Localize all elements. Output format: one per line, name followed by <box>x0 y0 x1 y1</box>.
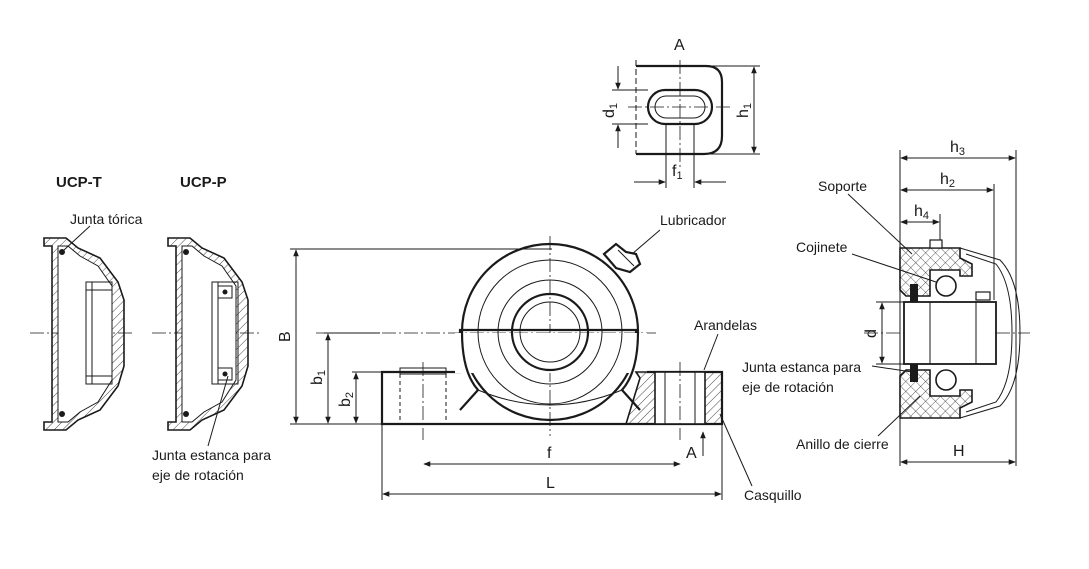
dim-B: B <box>277 331 294 342</box>
svg-text:h3: h3 <box>950 139 965 158</box>
ucp-p-shaft-seal-label-1: Junta estanca para <box>152 447 271 463</box>
svg-text:h2: h2 <box>940 171 955 190</box>
dim-H: H <box>953 443 965 460</box>
dim-h3-sub: 3 <box>959 146 965 158</box>
dim-b1: b <box>309 376 326 385</box>
front-view: Lubricador Arandelas Casquillo B b1 b2 f… <box>277 212 802 503</box>
detail-a-view: A d1 h1 f1 <box>601 37 760 188</box>
dim-h1: h <box>735 109 752 118</box>
bushing-label: Casquillo <box>744 487 802 503</box>
svg-text:b2: b2 <box>337 392 356 407</box>
dim-h4: h <box>914 203 923 220</box>
dim-h3: h <box>950 139 959 156</box>
side-section-view: h3 h2 h4 d H Soporte Cojinete Junta esta… <box>742 139 1030 466</box>
svg-text:f1: f1 <box>672 163 683 182</box>
dim-h4-sub: 4 <box>923 210 929 222</box>
dim-f1: f <box>672 163 677 180</box>
o-ring-label: Junta tórica <box>70 211 143 227</box>
detail-a-title: A <box>674 37 685 54</box>
dim-d1: d <box>601 109 618 118</box>
svg-text:b1: b1 <box>309 370 328 385</box>
svg-text:h1: h1 <box>735 103 754 118</box>
dim-b2: b <box>337 398 354 407</box>
dim-h2: h <box>940 171 949 188</box>
side-shaft-seal-label-1: Junta estanca para <box>742 359 861 375</box>
ucp-t-title: UCP-T <box>56 174 102 191</box>
housing-label: Soporte <box>818 178 867 194</box>
ucp-p-shaft-seal-label-2: eje de rotación <box>152 467 244 483</box>
svg-text:h4: h4 <box>914 203 929 222</box>
lubricator-label: Lubricador <box>660 212 726 228</box>
dim-h1-sub: 1 <box>742 103 754 109</box>
ucp-p-view: UCP-P Junta estanca para eje de rotación <box>152 174 271 483</box>
dim-b2-sub: 2 <box>344 392 356 398</box>
bearing-label: Cojinete <box>796 239 848 255</box>
dim-h2-sub: 2 <box>949 178 955 190</box>
svg-text:d1: d1 <box>601 103 620 118</box>
dim-L: L <box>546 475 555 492</box>
side-shaft-seal-label-2: eje de rotación <box>742 379 834 395</box>
dim-d1-sub: 1 <box>608 103 620 109</box>
dim-d: d <box>863 329 880 338</box>
ucp-t-view: UCP-T Junta tórica <box>30 174 143 431</box>
section-marker-A: A <box>686 445 697 462</box>
washers-label: Arandelas <box>694 317 757 333</box>
lock-ring-label: Anillo de cierre <box>796 436 889 452</box>
ucp-p-title: UCP-P <box>180 174 227 191</box>
dim-b1-sub: 1 <box>316 370 328 376</box>
dim-f1-sub: 1 <box>676 170 682 182</box>
dim-f: f <box>547 445 552 462</box>
